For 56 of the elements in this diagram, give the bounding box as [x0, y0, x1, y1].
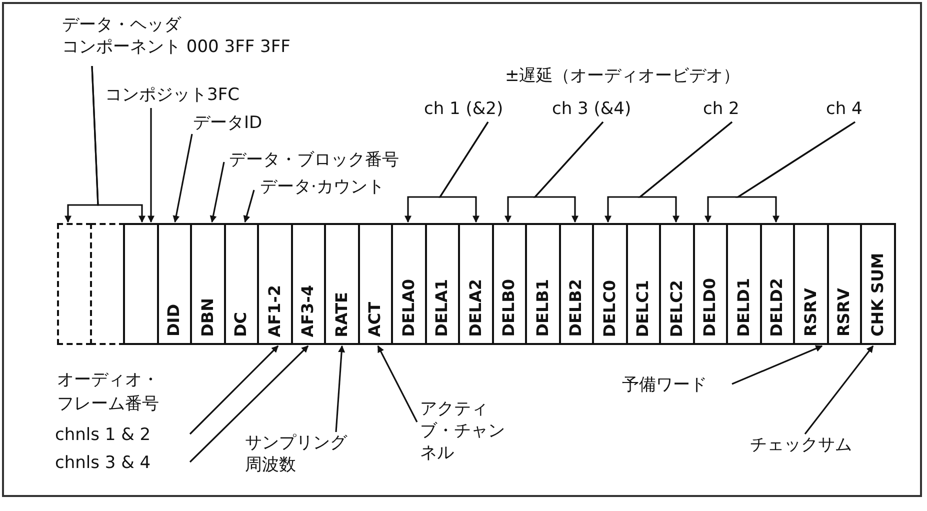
leader-arrow [210, 162, 225, 223]
data-word-cell: AF1-2 [257, 223, 292, 345]
callout-text: データID [193, 112, 262, 134]
data-word-cell [123, 223, 158, 345]
leader-arrow [148, 108, 154, 223]
callout-text: ch 4 [826, 98, 862, 120]
leader-arrow [638, 121, 732, 223]
leader-arrow [189, 345, 309, 463]
data-word-cell: DC [224, 223, 259, 345]
callout-text: ch 1 (&2) [424, 98, 504, 120]
heading-text: ±遅延（オーディオービデオ） [505, 65, 742, 88]
callout-text: 予備ワード [622, 374, 707, 396]
callout-text: コンポジット3FC [105, 84, 240, 106]
data-word-cell: DID [156, 223, 192, 345]
data-word-cell: DELA0 [391, 223, 426, 345]
callout-text: データ・ヘッダ コンポーネント 000 3FF 3FF [62, 14, 290, 58]
callout-text: ch 2 [703, 98, 740, 120]
leader-arrow [91, 66, 146, 223]
data-word-cell: ACT [358, 223, 393, 345]
leader-arrow [735, 121, 856, 223]
callout-text: データ·カウント [260, 176, 384, 198]
callout-text: データ・ブロック番号 [229, 149, 399, 171]
data-word-cell: DELA2 [458, 223, 494, 345]
data-word-cell: DELD2 [760, 223, 795, 345]
callout-text: ch 3 (&4) [552, 98, 632, 120]
data-word-cell: RSRV [793, 223, 828, 345]
data-word-cell: DELC0 [592, 223, 628, 345]
data-word-cell: DELB0 [492, 223, 527, 345]
data-word-cell: DELA1 [424, 223, 460, 345]
leader-arrow [377, 345, 418, 422]
data-word-cell: DELC1 [626, 223, 661, 345]
data-word-cell: DELC2 [659, 223, 694, 345]
data-word-cell: DELD1 [726, 223, 762, 345]
caption-text: オーディオ・フレーム番号 [57, 369, 160, 416]
leader-arrow [732, 345, 823, 385]
callout-text: chnls 1 & 2 [55, 424, 151, 446]
data-word-cell: DBN [190, 223, 226, 345]
data-word-cell: DELD0 [692, 223, 728, 345]
leader-arrow [804, 345, 874, 434]
leader-arrow [172, 134, 193, 223]
leader-arrow [189, 345, 279, 435]
callout-text: チェックサム [750, 434, 852, 456]
leader-arrow [335, 345, 346, 432]
leader-arrow [243, 190, 255, 223]
leader-arrow [438, 122, 489, 223]
callout-text: サンプリング周波数 [245, 432, 348, 476]
data-word-cell: RSRV [826, 223, 862, 345]
leader-arrow [533, 121, 604, 223]
callout-text: アクティブ・チャンネル [420, 398, 506, 464]
data-word-cell: DELB2 [558, 223, 594, 345]
data-word-cell: RATE [324, 223, 360, 345]
data-word-cell: DELB1 [525, 223, 560, 345]
data-word-cell: AF3-4 [290, 223, 326, 345]
callout-text: chnls 3 & 4 [55, 452, 151, 474]
data-word-cell: CHK SUM [860, 223, 896, 345]
dashed-field-box [57, 223, 92, 345]
